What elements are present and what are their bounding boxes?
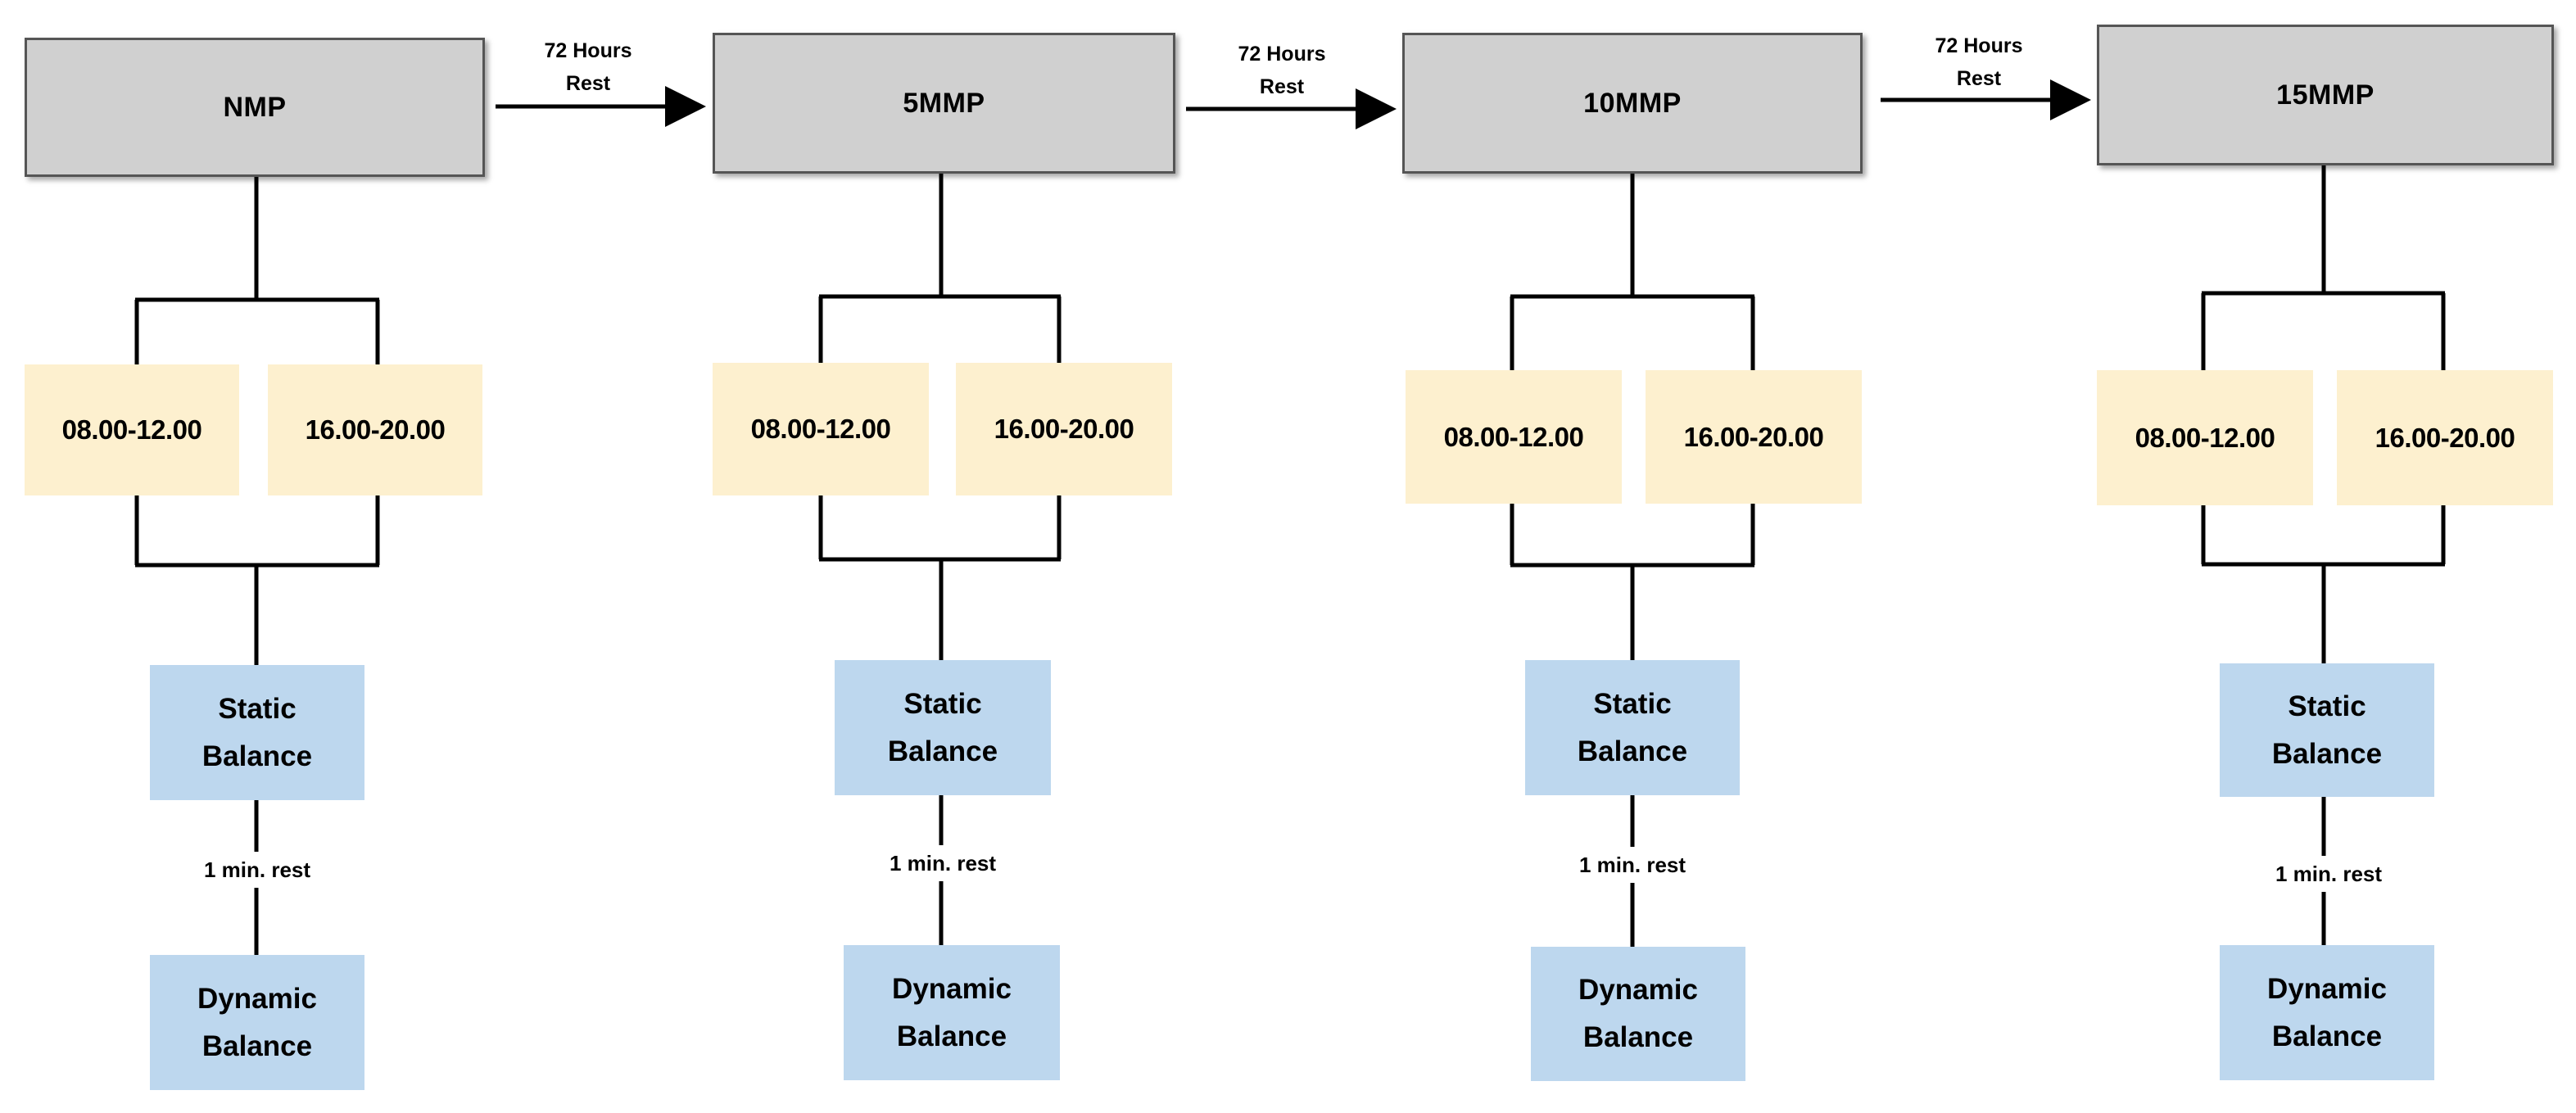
static-balance-line1: Static — [1593, 687, 1672, 720]
dynamic-balance-line2: Balance — [2271, 1020, 2383, 1052]
time-slot-evening-10mmp: 16.00-20.00 — [1646, 370, 1862, 504]
static-balance-box-10mmp: Static Balance — [1525, 660, 1740, 795]
condition-box-15mmp: 15MMP — [2097, 25, 2554, 165]
time-slot-evening-5mmp: 16.00-20.00 — [956, 363, 1172, 495]
static-balance-line2: Balance — [2271, 737, 2383, 770]
time-slot-morning-10mmp: 08.00-12.00 — [1406, 370, 1622, 504]
rest-label-15mmp: 1 min. rest — [2230, 857, 2427, 890]
static-balance-line1: Static — [218, 692, 297, 725]
dynamic-balance-line2: Balance — [201, 1029, 313, 1062]
time-slot-morning-nmp: 08.00-12.00 — [25, 364, 239, 495]
static-balance-box-nmp: Static Balance — [150, 665, 364, 800]
time-slot-evening-nmp: 16.00-20.00 — [268, 364, 482, 495]
arrow-label-line2: Rest — [565, 72, 611, 95]
arrow-label-2: 72 Hours Rest — [1200, 38, 1364, 103]
arrow-label-1: 72 Hours Rest — [506, 34, 670, 100]
static-balance-line2: Balance — [201, 740, 313, 772]
condition-box-10mmp: 10MMP — [1402, 33, 1863, 174]
dynamic-balance-line2: Balance — [1582, 1021, 1694, 1053]
dynamic-balance-box-15mmp: Dynamic Balance — [2220, 945, 2434, 1080]
condition-box-nmp: NMP — [25, 38, 485, 177]
dynamic-balance-line1: Dynamic — [197, 982, 317, 1015]
static-balance-line2: Balance — [887, 735, 998, 767]
rest-label-10mmp: 1 min. rest — [1534, 848, 1731, 881]
time-slot-morning-5mmp: 08.00-12.00 — [713, 363, 929, 495]
condition-box-5mmp: 5MMP — [713, 33, 1175, 174]
time-slot-evening-15mmp: 16.00-20.00 — [2337, 370, 2553, 505]
arrow-label-3: 72 Hours Rest — [1897, 29, 2061, 95]
static-balance-line1: Static — [2288, 690, 2366, 722]
rest-label-nmp: 1 min. rest — [159, 853, 355, 886]
dynamic-balance-line1: Dynamic — [1578, 974, 1698, 1006]
static-balance-box-5mmp: Static Balance — [835, 660, 1051, 795]
rest-label-5mmp: 1 min. rest — [844, 847, 1041, 880]
arrow-label-line2: Rest — [1956, 67, 2002, 90]
time-slot-morning-15mmp: 08.00-12.00 — [2097, 370, 2313, 505]
arrow-label-line1: 72 Hours — [544, 39, 632, 62]
dynamic-balance-line2: Balance — [896, 1020, 1007, 1052]
static-balance-line1: Static — [903, 687, 982, 720]
dynamic-balance-box-nmp: Dynamic Balance — [150, 955, 364, 1090]
dynamic-balance-line1: Dynamic — [2267, 972, 2387, 1005]
dynamic-balance-box-5mmp: Dynamic Balance — [844, 945, 1060, 1080]
dynamic-balance-box-10mmp: Dynamic Balance — [1531, 947, 1745, 1081]
arrow-label-line2: Rest — [1259, 75, 1305, 98]
static-balance-box-15mmp: Static Balance — [2220, 663, 2434, 797]
dynamic-balance-line1: Dynamic — [892, 972, 1012, 1005]
arrow-label-line1: 72 Hours — [1935, 34, 2023, 57]
arrow-label-line1: 72 Hours — [1238, 43, 1326, 66]
static-balance-line2: Balance — [1577, 735, 1688, 767]
